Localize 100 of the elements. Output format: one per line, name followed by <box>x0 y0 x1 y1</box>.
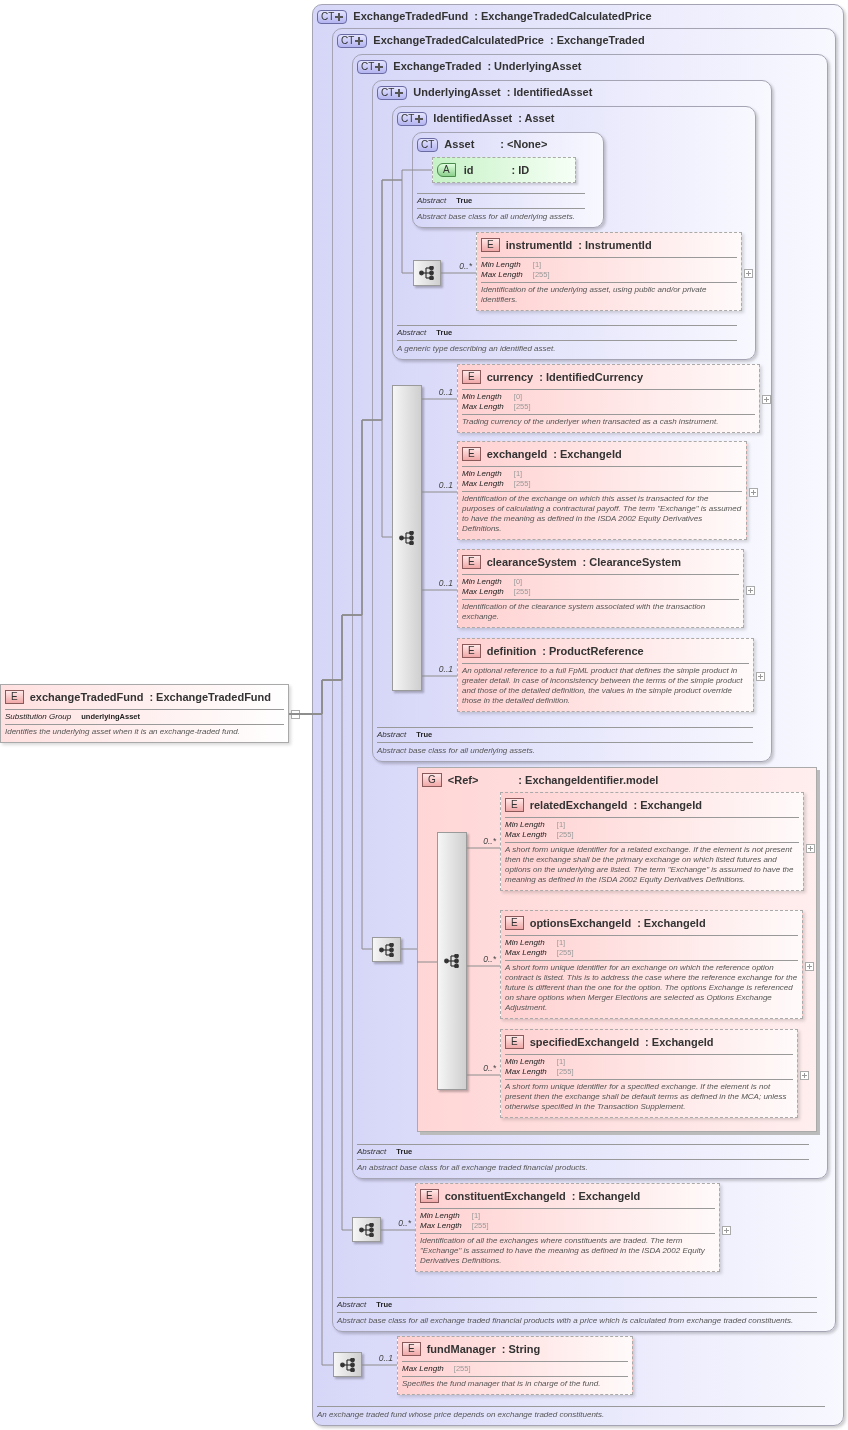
element-name: UnderlyingAsset <box>413 85 501 101</box>
type-name: : IdentifiedCurrency <box>539 369 644 385</box>
connector-line <box>400 948 418 950</box>
complex-type-box <box>372 80 772 762</box>
element-box <box>457 364 760 433</box>
cardinality-label: 0..* <box>483 836 496 846</box>
element-box <box>500 910 803 1019</box>
cardinality-label: 0..1 <box>378 1353 393 1363</box>
element-badge: E <box>462 447 481 461</box>
property-name: Max Length <box>402 1364 444 1374</box>
element-box <box>457 549 744 628</box>
type-name: : Asset <box>518 111 555 127</box>
sequence-box <box>437 832 467 1090</box>
sequence-box <box>333 1352 362 1377</box>
element-name: <Ref> <box>447 772 479 788</box>
type-name: : ExchangeTradedCalculatedPrice <box>474 9 652 25</box>
property-name: Min Length <box>505 1057 546 1067</box>
description-text: An exchange traded fund whose price depends on exchange traded constituents. <box>317 1410 606 1420</box>
property-name: Abstract <box>377 729 407 741</box>
property-name: Max Length <box>462 587 504 597</box>
connector-line <box>421 589 458 591</box>
cardinality-label: 0..* <box>459 261 472 271</box>
element-badge: E <box>481 238 500 252</box>
description-text: Identification of all the exchanges where constituents are traded. The term "Exchange" is assumed to have the meaning as defined in the ISDA 2002 Equity Derivatives Definitions. <box>420 1236 706 1266</box>
complex-type-badge: CT <box>377 85 408 100</box>
property-name: Min Length <box>462 577 503 587</box>
cardinality-label: 0..* <box>398 1218 411 1228</box>
description-text: An optional reference to a full FpML product that defines the simple product in greater detail. In case of inconsistency between the terms of the simple product and those of the detailed definition, the values in the simple product override those in the detailed definition. <box>462 666 744 706</box>
connector-line <box>421 398 458 400</box>
connector-line <box>466 965 501 967</box>
element-name: currency <box>486 369 534 385</box>
property-name: Max Length <box>420 1221 462 1231</box>
element-badge: E <box>420 1189 439 1203</box>
element-badge: E <box>505 916 524 930</box>
element-name: specifiedExchangeId <box>529 1034 640 1050</box>
description-text: Specifies the fund manager that is in charge of the fund. <box>402 1379 602 1389</box>
element-name: ExchangeTraded <box>393 59 482 75</box>
property-name: Max Length <box>462 402 504 412</box>
property-name: Abstract <box>397 327 427 339</box>
element-name: exchangeTradedFund <box>29 689 144 705</box>
element-badge: E <box>462 644 481 658</box>
property-name: Max Length <box>505 830 547 840</box>
type-name: : ClearanceSystem <box>582 554 682 570</box>
connector-line <box>416 961 438 963</box>
element-name: ExchangeTradedCalculatedPrice <box>373 33 544 49</box>
type-name: : ExchangeId <box>645 1034 714 1050</box>
description-text: A generic type describing an identified asset. <box>397 344 557 354</box>
description-text: A short form unique identifier for a specified exchange. If the element is not present then the exchange shall be default terms as defined in the MCA; unless otherwise specified in the Transaction Supplement. <box>505 1082 788 1112</box>
element-name: IdentifiedAsset <box>433 111 513 127</box>
property-name: Min Length <box>505 938 546 948</box>
attribute-box <box>432 157 576 183</box>
sequence-box <box>352 1217 381 1242</box>
element-name: id <box>463 162 474 178</box>
cardinality-label: 0..1 <box>438 387 453 397</box>
element-name: ExchangeTradedFund <box>353 9 469 25</box>
property-name: Max Length <box>505 948 547 958</box>
type-name: : ExchangeIdentifier.model <box>518 772 659 788</box>
type-name: : InstrumentId <box>578 237 652 253</box>
element-badge: E <box>505 1035 524 1049</box>
element-name: fundManager <box>426 1341 496 1357</box>
group-badge: G <box>422 773 442 787</box>
description-text: A short form unique identifier for a related exchange. If the element is not present then the exchange shall be the primary exchange on which listed futures and options on the underlying are listed. The term "Exchange" is assumed to have the meaning as defined in the ISDA 2002 Equity Derivatives Definitions. <box>505 845 795 885</box>
description-text: Abstract base class for all underlying assets. <box>377 746 536 756</box>
complex-type-badge: CT <box>337 33 368 48</box>
description-text: A short form unique identifier for an exchange on which the reference option contract is listed. This is to address the case where the reference exchange for the future is different than the one for the option. The options Exchange is referenced on share options when Merger Elections are selected as Options Exchange Adjustment. <box>505 963 798 1013</box>
connector-line <box>466 847 501 849</box>
complex-type-box <box>352 54 828 1179</box>
type-name: : ExchangeTradedFund <box>149 689 271 705</box>
type-name: : ExchangeTraded <box>549 33 645 49</box>
description-text: Identification of the clearance system associated with the transaction exchange. <box>462 602 707 622</box>
element-box <box>415 1183 720 1272</box>
complex-type-badge: CT <box>397 111 428 126</box>
type-name: : ExchangeId <box>571 1188 641 1204</box>
property-name: Min Length <box>481 260 522 270</box>
description-text: Abstract base class for all underlying assets. <box>417 212 576 222</box>
sequence-box <box>413 260 441 286</box>
element-name: relatedExchangeId <box>529 797 628 813</box>
property-name: Max Length <box>462 479 504 489</box>
element-box <box>500 1029 798 1118</box>
property-name: Substitution Group <box>5 712 72 722</box>
type-name: : ExchangeId <box>553 446 622 462</box>
property-name: Abstract <box>357 1146 387 1158</box>
description-text: Trading currency of the underlyer when transacted as a cash instrument. <box>462 417 720 427</box>
connector-line <box>380 1229 416 1231</box>
property-name: Min Length <box>505 820 546 830</box>
element-name: instrumentId <box>505 237 573 253</box>
property-name: Min Length <box>462 392 503 402</box>
cardinality-label: 0..1 <box>438 480 453 490</box>
type-name: : String <box>501 1341 541 1357</box>
connector-line <box>466 1074 501 1076</box>
type-name: : IdentifiedAsset <box>506 85 593 101</box>
complex-type-box <box>412 132 604 228</box>
element-name: constituentExchangeId <box>444 1188 566 1204</box>
element-box <box>476 232 742 311</box>
element-box <box>397 1336 633 1395</box>
group-box <box>417 767 817 1132</box>
complex-type-badge: CT <box>317 9 348 24</box>
element-box <box>500 792 804 891</box>
complex-type-badge: CT <box>417 137 439 152</box>
property-name: Max Length <box>481 270 523 280</box>
